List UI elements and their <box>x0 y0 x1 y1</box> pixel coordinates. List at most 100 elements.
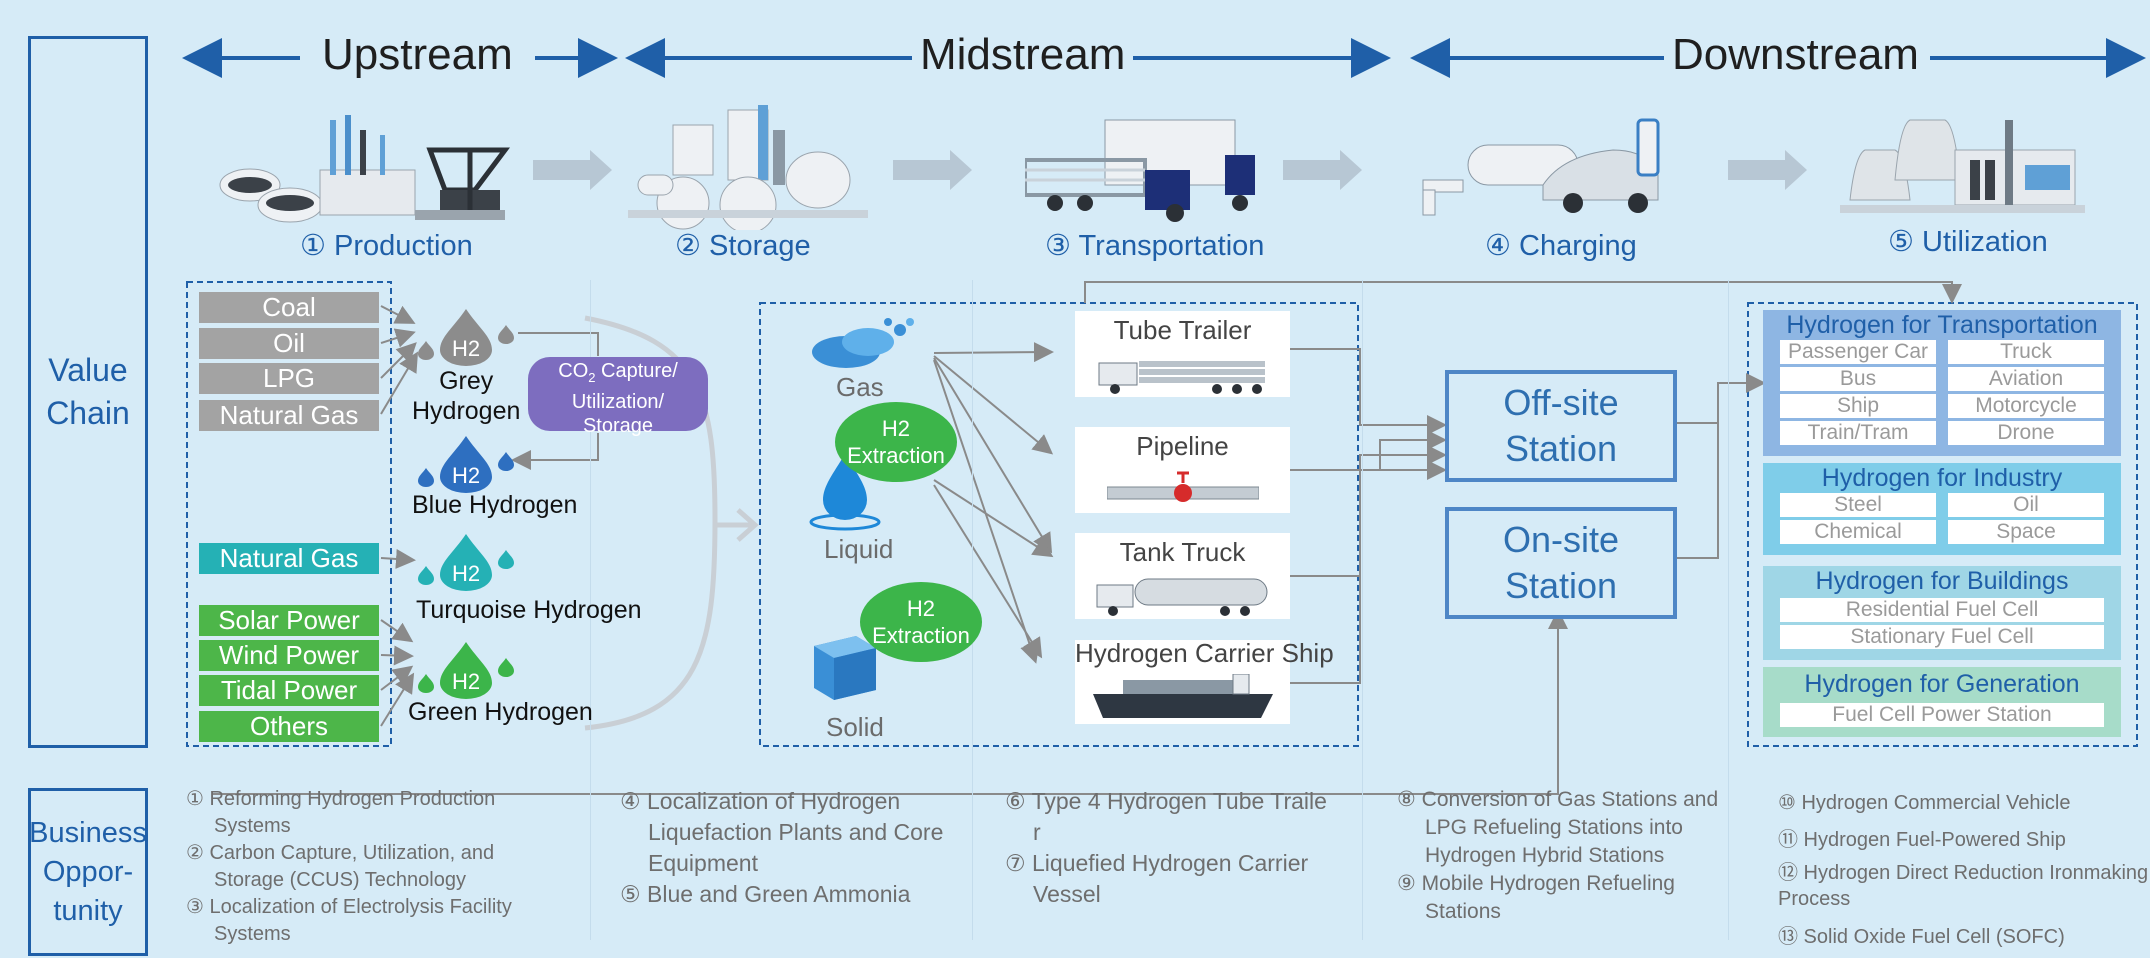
grey-hydrogen-label: Grey Hydrogen <box>412 366 520 426</box>
grey-hydrogen-drop-icon: H2 <box>416 305 516 372</box>
state-gas: Gas <box>836 372 884 402</box>
column-separator <box>1728 280 1729 940</box>
step-transportation: ③ Transportation <box>1045 230 1265 262</box>
opportunities-production: ① Reforming Hydrogen Production Systems … <box>186 786 512 948</box>
opportunity-item: ⑪ Hydrogen Fuel-Powered Ship <box>1778 829 2066 851</box>
column-separator <box>590 280 591 940</box>
svg-text:H2: H2 <box>452 336 480 361</box>
opportunity-item: ⑤ Blue and Green Ammonia <box>620 881 911 907</box>
opportunities-storage: ④ Localization of Hydrogen Liquefaction … <box>620 786 943 910</box>
ccus-line-1: CO2 Capture/ <box>558 360 678 385</box>
pipeline-icon <box>1107 471 1259 502</box>
util-stationary-fuel-cell: Stationary Fuel Cell <box>1780 625 2104 649</box>
opportunities-transportation: ⑥ Type 4 Hydrogen Tube Traile r ⑦ Liquef… <box>1005 786 1327 910</box>
source-natural-gas-grey: Natural Gas <box>199 400 379 431</box>
column-separator <box>1362 280 1363 940</box>
tube-trailer-icon <box>1098 361 1265 394</box>
opportunity-item: ④ Localization of Hydrogen <box>620 788 901 814</box>
ccus-line-3: Storage <box>582 415 654 437</box>
extraction-line-1: H2 <box>881 416 911 441</box>
step-utilization: ⑤ Utilization <box>1888 226 2048 258</box>
tube-trailer-label: Tube Trailer <box>1113 315 1252 345</box>
utilization-generation-title: Hydrogen for Generation <box>1804 670 2080 698</box>
step-storage: ② Storage <box>675 230 811 262</box>
source-natural-gas-turquoise: Natural Gas <box>199 543 379 574</box>
opportunity-item: Equipment <box>648 850 758 876</box>
pipeline-label: Pipeline <box>1136 431 1229 461</box>
opportunity-item: Vessel <box>1033 881 1101 907</box>
source-lpg: LPG <box>199 363 379 394</box>
opportunity-item: Systems <box>214 923 291 945</box>
opportunity-item: ⑧ Conversion of Gas Stations and <box>1397 788 1719 811</box>
opportunities-charging: ⑧ Conversion of Gas Stations and LPG Ref… <box>1397 786 1718 926</box>
util-ship: Ship <box>1780 394 1936 418</box>
transport-trucks-illustration <box>1025 119 1255 222</box>
source-wind-power: Wind Power <box>199 640 379 671</box>
opportunities-utilization: ⑩ Hydrogen Commercial Vehicle ⑪ Hydrogen… <box>1778 786 2148 954</box>
onsite-line-2: Station <box>1504 565 1618 606</box>
opportunity-item: Hydrogen Hybrid Stations <box>1425 844 1665 867</box>
offsite-line-1: Off-site <box>1503 382 1619 423</box>
util-space: Space <box>1948 520 2104 544</box>
step-charging: ④ Charging <box>1485 230 1637 262</box>
opportunity-item: ③ Localization of Electrolysis Facility <box>186 896 512 918</box>
turquoise-hydrogen-drop-icon: H2 <box>416 530 516 597</box>
onsite-station: On-site Station <box>1445 507 1677 619</box>
util-drone: Drone <box>1948 421 2104 445</box>
opportunity-item: Liquefaction Plants and Core <box>648 819 944 845</box>
tank-truck-icon <box>1096 578 1268 616</box>
opportunity-item: ⑥ Type 4 Hydrogen Tube Traile <box>1005 788 1327 814</box>
midstream-title: Midstream <box>912 30 1134 80</box>
value-chain-line-1: Value <box>48 351 128 388</box>
source-oil: Oil <box>199 328 379 359</box>
onsite-line-1: On-site <box>1502 519 1620 560</box>
value-chain-line-2: Chain <box>46 395 130 431</box>
opportunity-item: ⑨ Mobile Hydrogen Refueling <box>1397 872 1675 895</box>
blue-hydrogen-drop-icon: H2 <box>416 432 516 499</box>
state-liquid: Liquid <box>824 534 894 564</box>
ccus-line-2: Utilization/ <box>571 391 665 413</box>
util-chemical: Chemical <box>1780 520 1936 544</box>
offsite-station: Off-site Station <box>1445 370 1677 482</box>
extraction-line-1: H2 <box>906 596 936 621</box>
opportunity-item: ⑩ Hydrogen Commercial Vehicle <box>1778 792 2071 814</box>
svg-text:H2: H2 <box>452 561 480 586</box>
liquid-drop-icon <box>809 454 881 531</box>
green-hydrogen-drop-icon: H2 <box>416 638 516 705</box>
opportunity-item: ⑫ Hydrogen Direct Reduction Ironmaking <box>1778 862 2149 884</box>
upstream-title: Upstream <box>314 30 521 80</box>
source-others: Others <box>199 711 379 742</box>
utilization-transportation: Hydrogen for Transportation Passenger Ca… <box>1763 310 2121 456</box>
offsite-line-2: Station <box>1504 428 1618 469</box>
extraction-line-2: Extraction <box>847 443 945 468</box>
svg-text:H2: H2 <box>452 669 480 694</box>
production-plant-illustration <box>219 115 510 223</box>
util-residential-fuel-cell: Residential Fuel Cell <box>1780 598 2104 622</box>
source-tidal-power: Tidal Power <box>199 675 379 706</box>
utilization-buildings-title: Hydrogen for Buildings <box>1815 567 2069 595</box>
opportunity-item: ① Reforming Hydrogen Production <box>186 788 496 810</box>
solid-cube-icon <box>814 636 876 700</box>
tank-truck-label: Tank Truck <box>1119 537 1246 567</box>
util-train-tram: Train/Tram <box>1780 421 1936 445</box>
opportunity-item: Storage (CCUS) Technology <box>214 869 466 891</box>
opportunity-item: Stations <box>1425 900 1501 923</box>
opportunity-item: ⑦ Liquefied Hydrogen Carrier <box>1005 850 1309 876</box>
transport-tube-trailer: Tube Trailer <box>1075 311 1290 397</box>
opportunity-item: Systems <box>214 815 291 837</box>
util-motorcycle: Motorcycle <box>1948 394 2104 418</box>
turquoise-hydrogen-label: Turquoise Hydrogen <box>416 596 642 624</box>
utilization-buildings: Hydrogen for Buildings Residential Fuel … <box>1763 566 2121 660</box>
opportunity-item: Process <box>1778 888 1851 910</box>
util-passenger-car: Passenger Car <box>1780 340 1936 364</box>
utilization-industry-title: Hydrogen for Industry <box>1821 464 2063 492</box>
business-line-1: Business <box>29 816 147 849</box>
util-steel: Steel <box>1780 493 1936 517</box>
utilization-plant-illustration <box>1840 119 2085 213</box>
carrier-ship-icon <box>1093 674 1273 718</box>
business-line-3: tunity <box>53 894 123 927</box>
